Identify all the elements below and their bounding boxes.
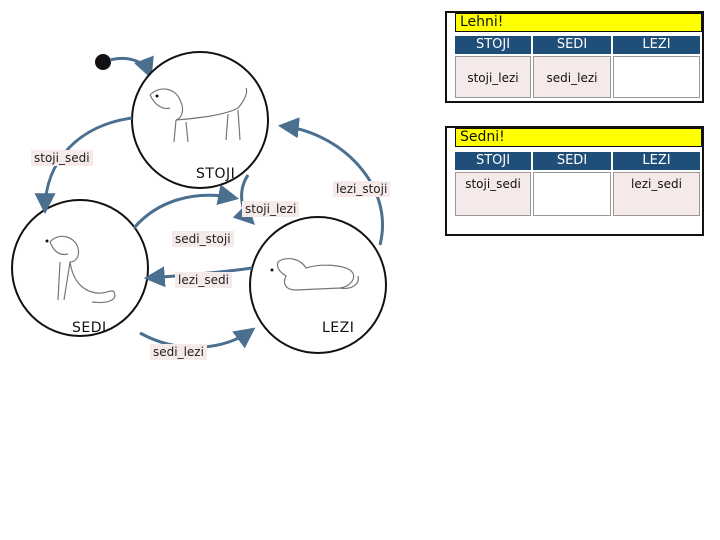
arrow-stoji-sedi: [34, 116, 133, 215]
lehni-header-stoji: STOJI: [455, 36, 531, 54]
state-label-lezi: LEZI: [322, 320, 355, 336]
transition-label-lezi-stoji: lezi_stoji: [333, 181, 391, 197]
lehni-table-title: Lehni!: [455, 13, 702, 32]
state-label-sedi: SEDI: [72, 320, 107, 336]
lehni-table: Lehni! STOJI SEDI LEZI stoji_lezi sedi_l…: [445, 11, 704, 103]
arrow-stoji-lezi: [232, 174, 255, 225]
transition-label-lezi-sedi: lezi_sedi: [175, 272, 232, 288]
transition-label-stoji-lezi: stoji_lezi: [242, 201, 300, 217]
arrow-sedi-stoji: [132, 184, 240, 229]
initial-state-dot: [95, 54, 111, 70]
lehni-cell-stoji: stoji_lezi: [455, 56, 531, 98]
sedni-table-title: Sedni!: [455, 128, 702, 147]
arrow-lezi-stoji: [277, 117, 384, 246]
state-circle-sedi: [11, 199, 149, 337]
dog-standing-icon: [149, 87, 248, 143]
sedni-cell-lezi: lezi_sedi: [613, 172, 700, 216]
state-circle-stoji: [131, 51, 269, 189]
sedni-header-sedi: SEDI: [533, 152, 611, 170]
transition-label-sedi-lezi: sedi_lezi: [150, 344, 207, 360]
sedni-cell-stoji: stoji_sedi: [455, 172, 531, 216]
sedni-cell-sedi: [533, 172, 611, 216]
lehni-header-lezi: LEZI: [613, 36, 700, 54]
initial-arrow: [109, 55, 154, 79]
lehni-header-sedi: SEDI: [533, 36, 611, 54]
state-circle-lezi: [249, 216, 387, 354]
sedni-header-lezi: LEZI: [613, 152, 700, 170]
state-label-stoji: STOJI: [196, 166, 236, 182]
lehni-cell-sedi: sedi_lezi: [533, 56, 611, 98]
transition-label-sedi-stoji: sedi_stoji: [172, 231, 234, 247]
transition-label-stoji-sedi: stoji_sedi: [31, 150, 93, 166]
sedni-table: Sedni! STOJI SEDI LEZI stoji_sedi lezi_s…: [445, 126, 704, 236]
sedni-header-stoji: STOJI: [455, 152, 531, 170]
dog-sitting-icon: [45, 235, 116, 304]
dog-lying-icon: [270, 258, 359, 291]
lehni-cell-lezi: [613, 56, 700, 98]
